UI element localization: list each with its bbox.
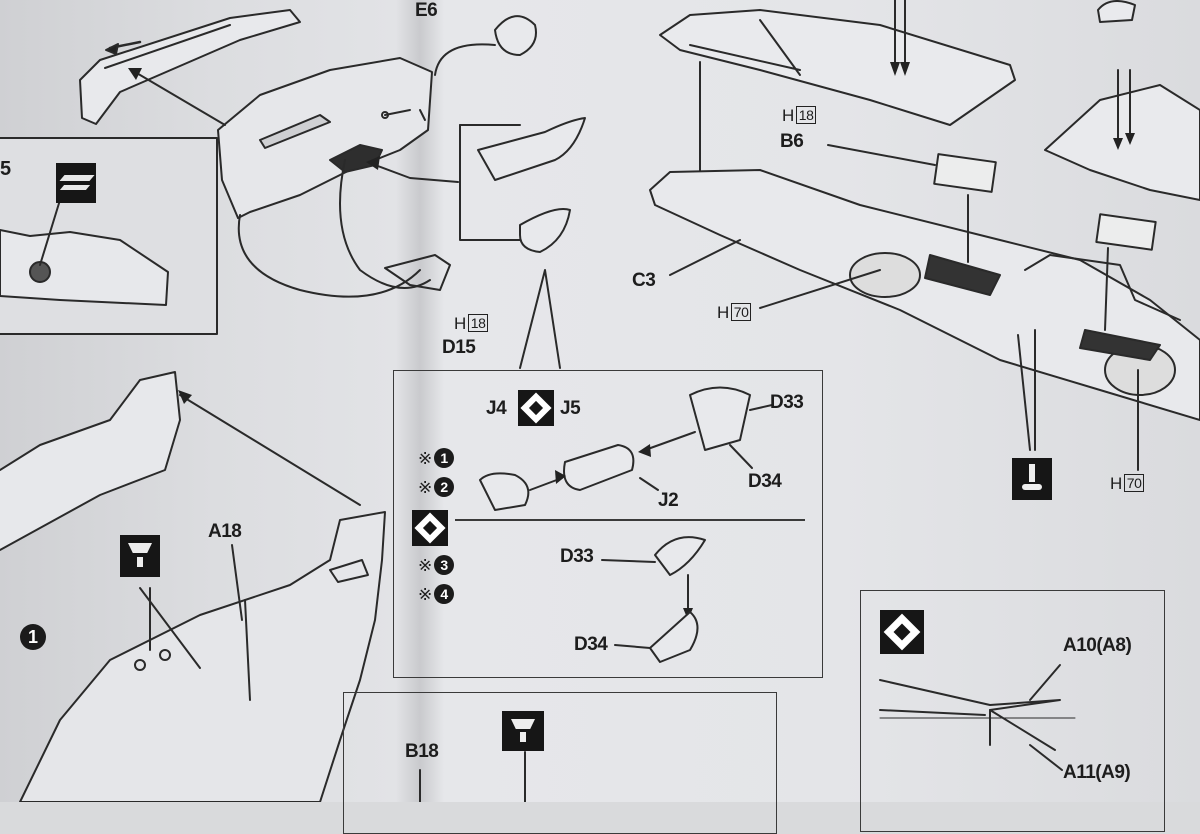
drill-hole-icon — [1012, 458, 1052, 500]
part-label-a10-a8: A10(A8) — [1063, 635, 1132, 656]
part-label-b6: B6 — [780, 131, 804, 152]
option-choice-icon — [518, 390, 554, 426]
part-label-b18: B18 — [405, 741, 439, 762]
part-label-j5: J5 — [560, 398, 581, 419]
bottom-assembly-box — [343, 692, 777, 834]
option-ref-2: ※2 — [418, 477, 455, 498]
assembly-line-art — [0, 0, 1200, 802]
part-label-c3: C3 — [632, 270, 656, 291]
option-ref-4: ※4 — [418, 584, 455, 605]
bracket-callout-box — [458, 122, 459, 240]
option-choice-icon — [880, 610, 924, 654]
step-badge: 1 — [20, 624, 46, 650]
option-ref-1: ※1 — [418, 448, 455, 469]
part-label-e6: E6 — [415, 0, 438, 21]
part-label-d34-upper: D34 — [748, 471, 782, 492]
option-choice-icon — [412, 510, 448, 546]
part-label-d34-lower: D34 — [574, 634, 608, 655]
part-label-j4: J4 — [486, 398, 507, 419]
part-label-j2: J2 — [658, 490, 679, 511]
cement-tube-icon — [502, 711, 544, 751]
part-label-a11-a9: A11(A9) — [1063, 762, 1131, 783]
part-label-d15: D15 — [442, 337, 476, 358]
option-ref-3: ※3 — [418, 555, 455, 576]
step-number-label: 5 — [0, 158, 11, 180]
sub-assembly-box — [393, 370, 823, 678]
part-label-a18: A18 — [208, 521, 242, 542]
part-label-d33-lower: D33 — [560, 546, 594, 567]
camo-paint-icon — [56, 163, 96, 203]
cement-tube-icon — [120, 535, 160, 577]
part-label-d33-upper: D33 — [770, 392, 804, 413]
box-separator — [455, 519, 805, 521]
